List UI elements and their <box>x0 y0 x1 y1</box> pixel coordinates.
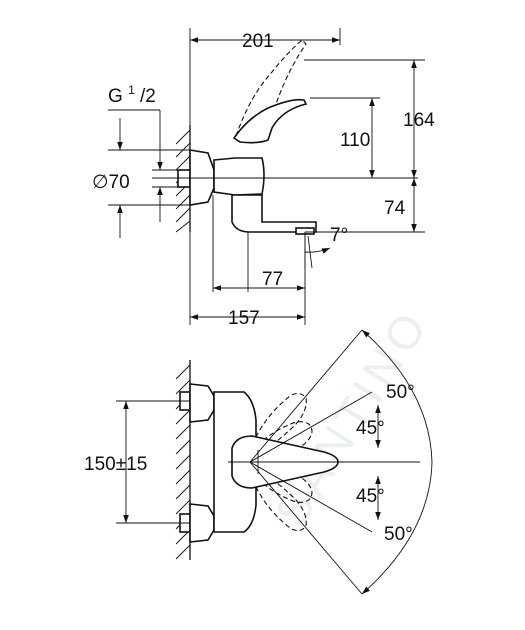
angle-text-lower-inner: 45° <box>356 486 385 507</box>
top-view: 50° 45° 45° 50° 150±15 <box>84 329 433 595</box>
dim-text-74: 74 <box>384 198 406 219</box>
axis-lower-outer <box>249 461 363 595</box>
axis-upper-outer <box>249 329 363 463</box>
inlet-connector <box>177 169 191 188</box>
dim-text-110: 110 <box>340 130 370 151</box>
escutcheon-upper <box>189 383 215 423</box>
dim-text-centers: 150±15 <box>84 454 147 475</box>
thread-label-sup: 1 <box>128 83 135 97</box>
axis-lower-inner <box>249 461 373 533</box>
angle-text-upper-inner: 45° <box>356 418 385 439</box>
dim-arc-7deg <box>304 247 331 254</box>
arc-outer <box>361 329 433 595</box>
dim-text-164: 164 <box>403 110 435 131</box>
thread-label: G 1 /2 <box>108 78 156 107</box>
dim-text-157: 157 <box>228 308 260 329</box>
lever-outline-up50 <box>249 392 307 453</box>
thread-label-main: G <box>108 86 123 107</box>
angle-text-lower-outer: 50° <box>384 524 413 545</box>
lever-outline-up45 <box>251 421 313 457</box>
escutcheon-lower <box>189 503 215 543</box>
side-view: 201 164 110 74 7° 77 157 G 1 /2 <box>92 28 435 329</box>
lever-outline-down50 <box>249 471 307 532</box>
mixer-body <box>213 157 265 196</box>
lever-raised-outline <box>235 39 307 137</box>
dim-text-7deg: 7° <box>330 225 348 246</box>
spout <box>231 194 317 233</box>
escutcheon <box>189 149 215 206</box>
angle-text-upper-outer: 50° <box>386 382 415 403</box>
axis-upper-inner <box>249 391 373 463</box>
dim-text-77: 77 <box>262 269 283 290</box>
lever-handle <box>232 98 308 144</box>
lever-outline-down45 <box>251 467 313 503</box>
thread-label-rest: /2 <box>140 86 156 107</box>
dim-text-diameter: ∅70 <box>92 172 130 193</box>
dim-text-201: 201 <box>242 31 274 52</box>
